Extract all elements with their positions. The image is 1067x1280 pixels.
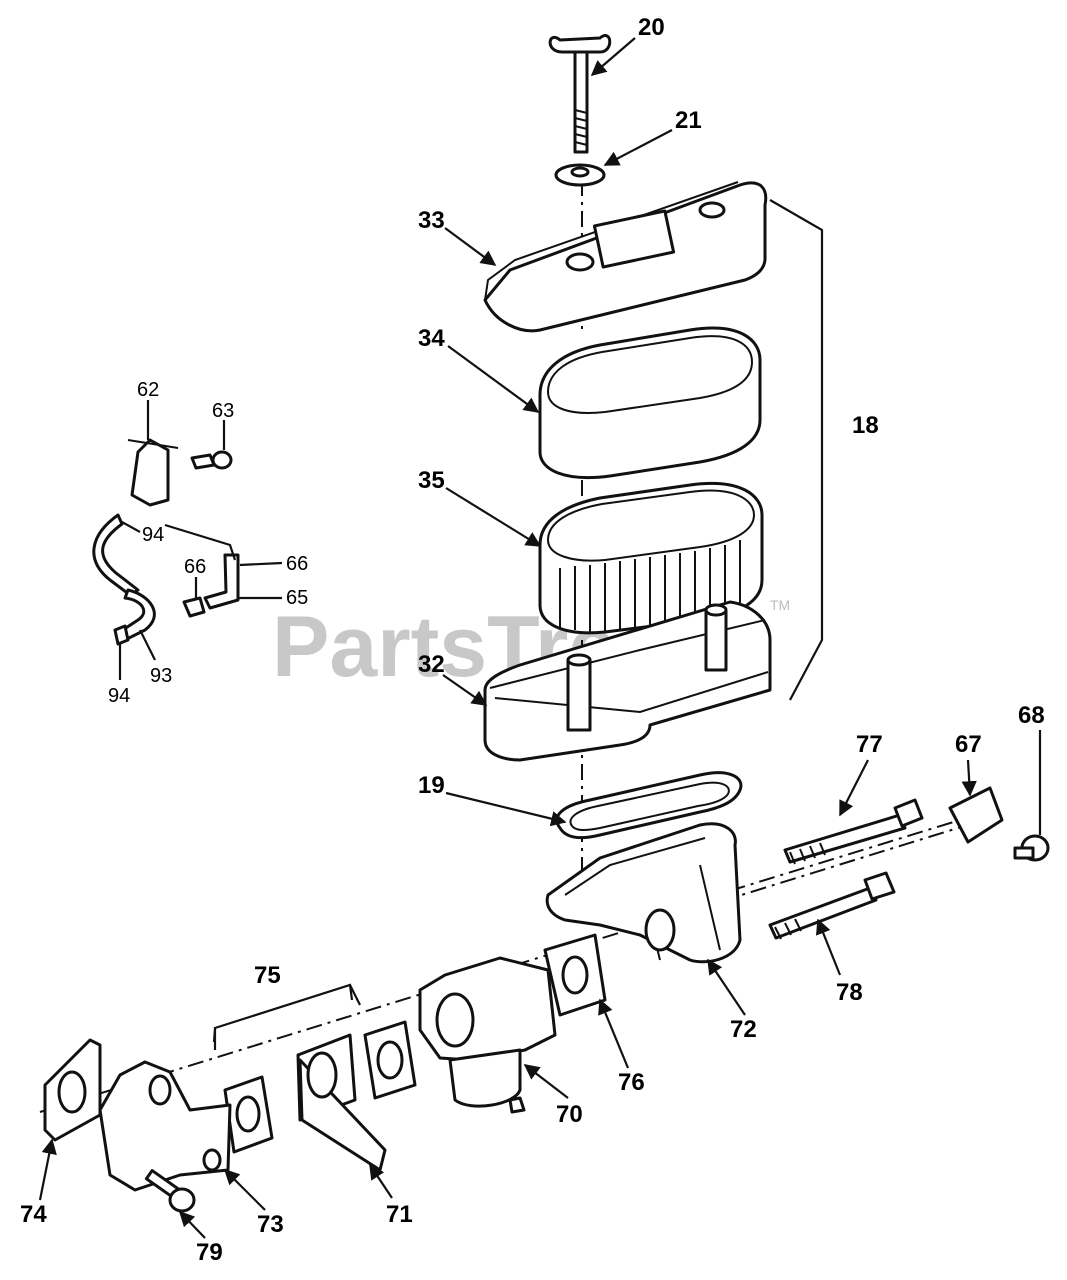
fuel-pump-group <box>92 438 240 646</box>
washer-part <box>554 163 606 187</box>
callout-66-left: 66 <box>184 556 206 578</box>
callout-66-right: 66 <box>286 553 308 575</box>
callout-78: 78 <box>836 979 863 1006</box>
callout-75: 75 <box>254 962 281 989</box>
intake-elbow-part <box>98 1060 232 1192</box>
watermark-tm: TM <box>770 597 790 613</box>
callout-labels: 20 21 33 34 18 35 32 19 62 63 94 66 66 6… <box>20 14 1045 1266</box>
filter-element-part <box>538 482 764 635</box>
callout-72: 72 <box>730 1016 757 1043</box>
callout-35: 35 <box>418 467 445 494</box>
callout-93: 93 <box>150 665 172 687</box>
callout-71: 71 <box>386 1201 413 1228</box>
bolt-axis-line <box>699 819 961 901</box>
callout-77: 77 <box>856 731 883 758</box>
callout-67: 67 <box>955 731 982 758</box>
upper-bolt-part <box>783 798 924 865</box>
callout-19: 19 <box>418 772 445 799</box>
pre-cleaner-part <box>538 326 762 480</box>
callout-73: 73 <box>257 1211 284 1238</box>
callout-70: 70 <box>556 1101 583 1128</box>
air-cleaner-cover-part <box>483 181 768 333</box>
callout-74: 74 <box>20 1201 47 1228</box>
callout-21: 21 <box>675 107 702 134</box>
callout-33: 33 <box>418 207 445 234</box>
callout-18: 18 <box>852 412 879 439</box>
callout-68: 68 <box>1018 702 1045 729</box>
leader-lines <box>38 37 1042 1239</box>
callout-94-lower: 94 <box>108 685 130 707</box>
callout-62: 62 <box>137 379 159 401</box>
assembly-bracket <box>769 199 824 701</box>
spacer-gasket-group <box>223 1020 417 1172</box>
carb-gasket-hole <box>561 955 589 995</box>
elbow-gasket-part <box>43 1038 102 1142</box>
callout-32: 32 <box>418 651 445 678</box>
gasket-part <box>555 771 743 840</box>
wing-bolt-part <box>548 34 612 154</box>
callout-63: 63 <box>212 400 234 422</box>
callout-79: 79 <box>196 1239 223 1266</box>
callout-76: 76 <box>618 1069 645 1096</box>
screw-part <box>1013 834 1050 862</box>
callout-65: 65 <box>286 587 308 609</box>
air-cleaner-base-part <box>483 600 772 762</box>
carburetor-part <box>418 956 557 1114</box>
lower-bolt-part <box>768 871 896 940</box>
clip-part <box>948 786 1004 844</box>
callout-34: 34 <box>418 325 445 352</box>
callout-94-upper: 94 <box>142 524 164 546</box>
callout-20: 20 <box>638 14 665 41</box>
